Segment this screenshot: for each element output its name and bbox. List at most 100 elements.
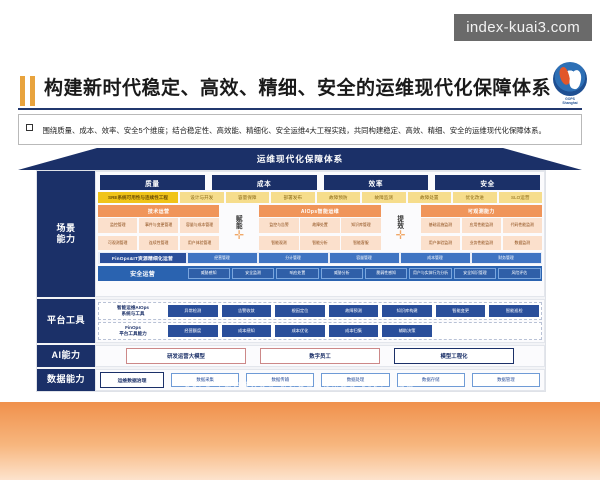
double-bar-icon bbox=[18, 76, 40, 106]
bullet-square-icon bbox=[26, 124, 33, 132]
group-cell: 用户体验管理 bbox=[179, 235, 220, 250]
sre-row-lead: SRE系统可用性与连续性工程 bbox=[98, 192, 178, 204]
finops-cell: 财务管理 bbox=[471, 253, 541, 263]
group-row-1: 监控管理 事件与变更管理 容量与成本管理 bbox=[98, 218, 220, 233]
data-content: 运维数据治理 数据采集 数据传输 数据处理 数据存储 数据管理 bbox=[95, 369, 545, 391]
connector-enable: 赋能 ✛ bbox=[222, 205, 257, 250]
capability-groups-row: 技术运营 监控管理 事件与变更管理 容量与成本管理 可观测管理 连续性管理 用户… bbox=[98, 205, 542, 250]
group-cell: 数据监测 bbox=[502, 235, 542, 250]
group-cell: 可观测管理 bbox=[98, 235, 138, 250]
security-cell: 威胁分析 bbox=[320, 267, 363, 280]
footer-gradient bbox=[0, 402, 600, 480]
platform-cell: 知识库构建 bbox=[382, 305, 432, 317]
ai-cell: 数字员工 bbox=[260, 347, 380, 365]
sre-cell: 容量保障 bbox=[225, 192, 269, 204]
band-label-data: 数据能力 bbox=[37, 369, 95, 391]
group-cell: 应用性能监测 bbox=[461, 218, 502, 233]
data-cell: 数据管理 bbox=[471, 372, 541, 388]
group-row-2: 可观测管理 连续性管理 用户体验管理 bbox=[98, 235, 220, 250]
platform-cell: 故障预测 bbox=[328, 305, 379, 317]
group-row-1: 基础设施监测 应用性能监测 代码性能监测 bbox=[420, 218, 542, 233]
platform-cell: 根因定位 bbox=[275, 305, 325, 317]
summary-box: 围绕质量、成本、效率、安全5个维度；结合稳定性、高效能、精细化、安全运维4大工程… bbox=[18, 114, 582, 145]
group-cell: 知识库管理 bbox=[341, 218, 381, 233]
slide-header: 构建新时代稳定、高效、精细、安全的运维现代化保障体系 bbox=[0, 70, 600, 110]
plus-icon: ✛ bbox=[395, 228, 406, 243]
band-label-platform: 平台工具 bbox=[37, 299, 95, 343]
group-cell: 智能观测 bbox=[259, 235, 299, 250]
data-cell: 数据采集 bbox=[171, 372, 240, 388]
group-head: 可观测能力 bbox=[420, 205, 542, 217]
group-cell: 事件与变更管理 bbox=[138, 218, 179, 233]
pillar-efficiency: 效率 bbox=[323, 175, 429, 190]
finops-cell: 容量管理 bbox=[329, 253, 399, 263]
group-head: 技术运营 bbox=[98, 205, 220, 217]
group-cell: 智能客服 bbox=[341, 235, 381, 250]
system-banner: 运维现代化保障体系 bbox=[18, 148, 582, 170]
group-cell: 业务性能监测 bbox=[461, 235, 502, 250]
connector-improve: 提效 ✛ bbox=[383, 205, 418, 250]
page-title: 构建新时代稳定、高效、精细、安全的运维现代化保障体系 bbox=[44, 78, 552, 99]
group-cell: 智能分析 bbox=[300, 235, 340, 250]
band-data: 数据能力 运维数据治理 数据采集 数据传输 数据处理 数据存储 数据管理 bbox=[37, 369, 545, 391]
platform-cell: 辅助决策 bbox=[382, 325, 432, 337]
group-cell: 监控与告警 bbox=[259, 218, 299, 233]
group-cell: 用户体验监测 bbox=[420, 235, 461, 250]
platform-cells: 经营额度 成本感知 成本优化 成本归集 辅助决策 bbox=[168, 325, 539, 337]
security-row-head: 安全运营 bbox=[99, 267, 186, 280]
scenario-content: 质量 成本 效率 安全 SRE系统可用性与连续性工程 设计与开发 容量保障 部署… bbox=[95, 171, 545, 297]
data-lead-cell: 运维数据治理 bbox=[100, 372, 164, 388]
platform-cell: 告警收敛 bbox=[221, 305, 272, 317]
band-ai: AI能力 研发运营大模型 数字员工 模型工程化 bbox=[37, 345, 545, 367]
connector-improve-label: 提效 bbox=[397, 215, 404, 230]
sre-cell: 故障监测 bbox=[362, 192, 406, 204]
group-head: AIOps智能运维 bbox=[259, 205, 381, 217]
footer-text: GOPS 全球运维大会暨 研运数智化技术峰会 2024 上海站 bbox=[184, 382, 416, 389]
data-cell: 数据处理 bbox=[321, 372, 390, 388]
security-row: 安全运营 威胁感知 安全监测 响应处置 威胁分析 脆弱性感知 用户与实体行为分析… bbox=[98, 266, 542, 281]
pillar-row: 质量 成本 效率 安全 bbox=[98, 174, 542, 190]
band-label-ai: AI能力 bbox=[37, 345, 95, 367]
platform-cell: 智能巡检 bbox=[489, 305, 540, 317]
sre-cell: SLO运营 bbox=[498, 192, 542, 204]
security-cell: 响应处置 bbox=[276, 267, 319, 280]
plus-icon: ✛ bbox=[234, 228, 245, 243]
sre-cell: 故障处置 bbox=[407, 192, 451, 204]
security-cell: 风险评估 bbox=[498, 267, 541, 280]
group-cell: 容量与成本管理 bbox=[179, 218, 220, 233]
group-row-2: 智能观测 智能分析 智能客服 bbox=[259, 235, 381, 250]
group-aiops: AIOps智能运维 监控与告警 故障处置 知识库管理 智能观测 智能分析 智能客… bbox=[259, 205, 381, 250]
ai-cell: 模型工程化 bbox=[394, 347, 514, 365]
finops-cell: 分计管理 bbox=[258, 253, 328, 263]
platform-cell: 智能变更 bbox=[435, 305, 486, 317]
pillar-quality: 质量 bbox=[100, 175, 205, 190]
finops-row-head: FinOps&IT资源精细化运营 bbox=[99, 253, 186, 263]
group-observability: 可观测能力 基础设施监测 应用性能监测 代码性能监测 用户体验监测 业务性能监测… bbox=[420, 205, 542, 250]
watermark-top-right: index-kuai3.com bbox=[454, 14, 592, 41]
group-cell: 代码性能监测 bbox=[502, 218, 542, 233]
platform-cell: 成本感知 bbox=[221, 325, 272, 337]
architecture-board: 场景能力 质量 成本 效率 安全 SRE系统可用性与连续性工程 设计与开发 容量… bbox=[36, 170, 546, 392]
data-cell: 数据传输 bbox=[246, 372, 315, 388]
data-cell: 数据存储 bbox=[396, 372, 465, 388]
sre-cell: 设计与开发 bbox=[180, 192, 224, 204]
title-divider bbox=[18, 108, 582, 110]
platform-cells: 异常检测 告警收敛 根因定位 故障预测 知识库构建 智能变更 智能巡检 bbox=[168, 305, 540, 317]
finops-cell: 成本管理 bbox=[400, 253, 470, 263]
sre-cell: 优化改进 bbox=[453, 192, 497, 204]
security-cell: 用户与实体行为分析 bbox=[409, 267, 452, 280]
pillar-security: 安全 bbox=[435, 175, 540, 190]
finops-cells: 经营管理 分计管理 容量管理 成本管理 财务管理 bbox=[187, 253, 541, 263]
group-cell: 故障处置 bbox=[300, 218, 340, 233]
finops-cell: 经营管理 bbox=[187, 253, 257, 263]
platform-cell: 经营额度 bbox=[168, 325, 218, 337]
ai-cell: 研发运营大模型 bbox=[126, 347, 246, 365]
band-label-scenario: 场景能力 bbox=[37, 171, 95, 297]
platform-cell: 异常检测 bbox=[168, 305, 218, 317]
